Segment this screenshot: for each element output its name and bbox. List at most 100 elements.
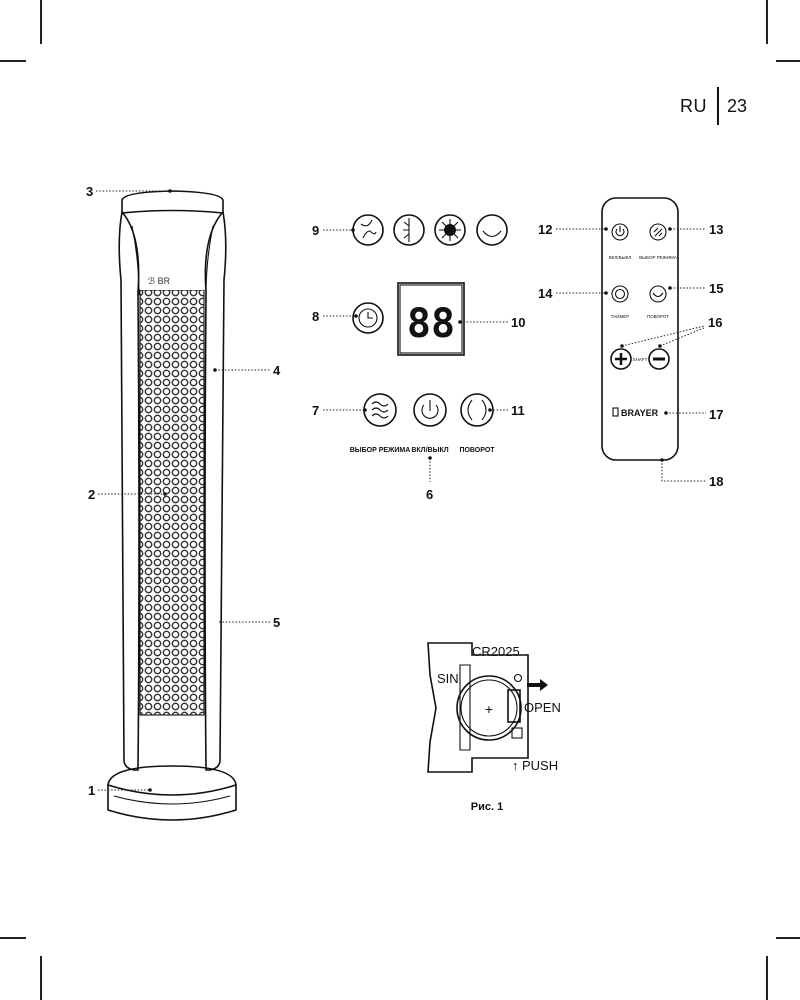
normal-mode-icon: [352, 214, 384, 246]
leader-dot: [668, 227, 672, 231]
moon-arc-glyph: [482, 230, 502, 238]
header-divider: [717, 87, 719, 125]
leader-dot: [660, 458, 664, 462]
language-code: RU: [680, 95, 707, 116]
crop-mark: [0, 937, 26, 939]
push-arrow-icon: ↑: [512, 758, 519, 773]
leader-dot: [213, 368, 217, 372]
callout-15: 15: [709, 281, 723, 296]
remote-rotate-button[interactable]: [649, 285, 667, 303]
leader-dot: [664, 411, 668, 415]
fan-left-column: [118, 211, 140, 771]
remote-plus-button[interactable]: [610, 348, 632, 370]
led-display-inner: [399, 284, 463, 354]
plus-icon: [615, 353, 627, 365]
leader-dot: [148, 788, 152, 792]
clock-face: [358, 308, 378, 328]
callout-1: 1: [88, 783, 95, 798]
page-number: 23: [727, 95, 748, 116]
fan-blade-glyph: [360, 219, 377, 239]
tower-fan-drawing: ℬ BR: [107, 190, 237, 821]
leader-18: [661, 460, 706, 482]
leader-dot: [658, 344, 662, 348]
leader-dot: [354, 314, 358, 318]
leader-16b: [659, 327, 705, 347]
clock-hands: [367, 312, 373, 319]
leader-dot: [604, 291, 608, 295]
crop-mark: [776, 937, 800, 939]
callout-7: 7: [312, 403, 319, 418]
fan-grille: [140, 290, 204, 715]
fan-right-column: [204, 211, 227, 771]
coin-battery: [456, 675, 522, 741]
sun-mode-icon: [434, 214, 466, 246]
led-display-frame: [397, 282, 465, 356]
remote-power-button[interactable]: [611, 223, 629, 241]
remote-power-label: ВКЛ/ВЫКЛ: [609, 255, 631, 260]
remote-timer-label: ТАЙМЕР: [611, 312, 630, 319]
crop-mark: [40, 956, 42, 1000]
battery-holder-outline: [427, 642, 529, 773]
remote-mode-button[interactable]: [649, 223, 667, 241]
fan-base-ring: [113, 795, 231, 805]
rotate-arrows-icon: [467, 399, 487, 421]
power-icon: [421, 404, 439, 419]
callout-4: 4: [273, 363, 281, 378]
remote-rotate-label: ПОВОРОТ: [647, 314, 669, 319]
leader-dot: [168, 189, 172, 193]
battery-side-mark: SIN: [437, 671, 459, 686]
leader-dot: [604, 227, 608, 231]
brand-logo-icon: [612, 407, 619, 417]
crop-mark: [0, 60, 26, 62]
callout-10: 10: [511, 315, 525, 330]
battery-latch: [507, 689, 521, 723]
crop-mark: [40, 0, 42, 44]
half-sun-glyph: [403, 218, 410, 242]
fan-inner-left-line: [131, 225, 140, 296]
remote-minus-button[interactable]: [648, 348, 670, 370]
coin-battery-inner: [460, 679, 518, 737]
leader-dot: [428, 456, 432, 460]
fan-brand-mark: ℬ BR: [148, 276, 171, 286]
leader-dot: [668, 286, 672, 290]
led-display-value: 88: [407, 301, 455, 347]
leader-dot: [620, 344, 624, 348]
battery-model-label: CR2025: [472, 644, 520, 659]
power-icon: [615, 226, 625, 237]
callout-6: 6: [426, 487, 433, 502]
battery-compartment-drawing: + CR2025 SIN OPEN ↑ PUSH: [427, 642, 561, 773]
mode-button-label: ВЫБОР РЕЖИМА: [350, 447, 411, 454]
remote-speed-label: SHAFT: [633, 357, 648, 362]
leader-16a: [621, 325, 705, 347]
remote-timer-button[interactable]: [611, 285, 629, 303]
leader-dot: [488, 408, 492, 412]
crop-mark: [766, 0, 768, 44]
leader-dot: [363, 408, 367, 412]
remote-brand: BRAYER: [621, 408, 659, 418]
callout-16: 16: [708, 315, 722, 330]
fan-base: [107, 783, 237, 821]
leader-dot: [163, 492, 167, 496]
callout-14: 14: [538, 286, 553, 301]
fan-inner-right-line: [205, 225, 214, 296]
crop-mark: [766, 956, 768, 1000]
natural-mode-icon: [393, 214, 425, 246]
callout-2: 2: [88, 487, 95, 502]
rotate-icon: [652, 292, 664, 298]
callout-17: 17: [709, 407, 723, 422]
page-header: RU 23: [680, 86, 747, 126]
fan-base-top: [107, 765, 237, 786]
figure-caption: Рис. 1: [471, 801, 503, 813]
callout-9: 9: [312, 223, 319, 238]
open-label: OPEN: [524, 700, 561, 715]
rotate-button[interactable]: [460, 393, 494, 427]
power-button[interactable]: [413, 393, 447, 427]
latch-screw: [513, 673, 523, 683]
callout-3: 3: [86, 184, 93, 199]
clock-icon: [614, 288, 626, 300]
power-button-label: ВКЛ/ВЫКЛ: [411, 447, 448, 454]
mode-icon: [653, 227, 663, 237]
control-panel-drawing: 88 ВЫБОР РЕЖИМА ВКЛ/ВЫКЛ ПОВОРОТ: [350, 214, 508, 454]
fan-top-cap: [121, 190, 224, 214]
